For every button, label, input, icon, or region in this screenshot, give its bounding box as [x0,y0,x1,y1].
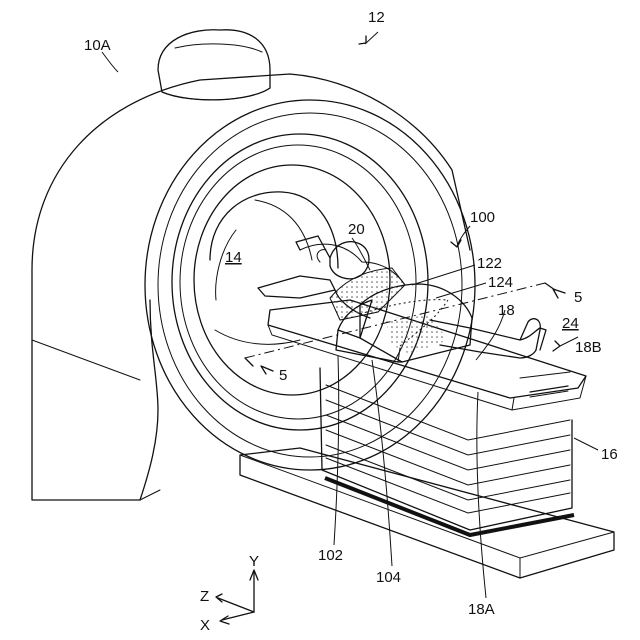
axis-label-x: X [200,617,210,634]
label-ct-apparatus: 12 [368,9,385,26]
label-subject: 20 [348,221,365,238]
label-section-left: 5 [279,367,287,384]
axes-indicator [216,570,258,624]
label-cover-top: 122 [477,255,502,272]
label-cover-edge: 124 [488,274,513,291]
bore-opening [210,192,338,344]
label-cover-left: 102 [318,547,343,564]
label-gantry: 10A [84,37,111,54]
label-couch-side: 18A [468,601,495,618]
label-couch-base: 16 [601,446,618,463]
label-couch-end-marker: 24 [562,315,579,332]
label-cover-assembly: 100 [470,209,495,226]
axis-label-y: Y [249,553,259,570]
couch-base-bellows [320,368,574,535]
label-cover-right: 104 [376,569,401,586]
label-couch-top: 18 [498,302,515,319]
patient-gown [330,268,448,354]
label-bore: 14 [225,249,242,266]
gantry-top-cap [158,30,270,100]
label-couch-end: 18B [575,339,602,356]
axis-label-z: Z [200,588,209,605]
label-section-right: 5 [574,289,582,306]
reference-labels: 10A 12 14 20 100 122 124 18 24 18B 16 10… [84,9,618,634]
